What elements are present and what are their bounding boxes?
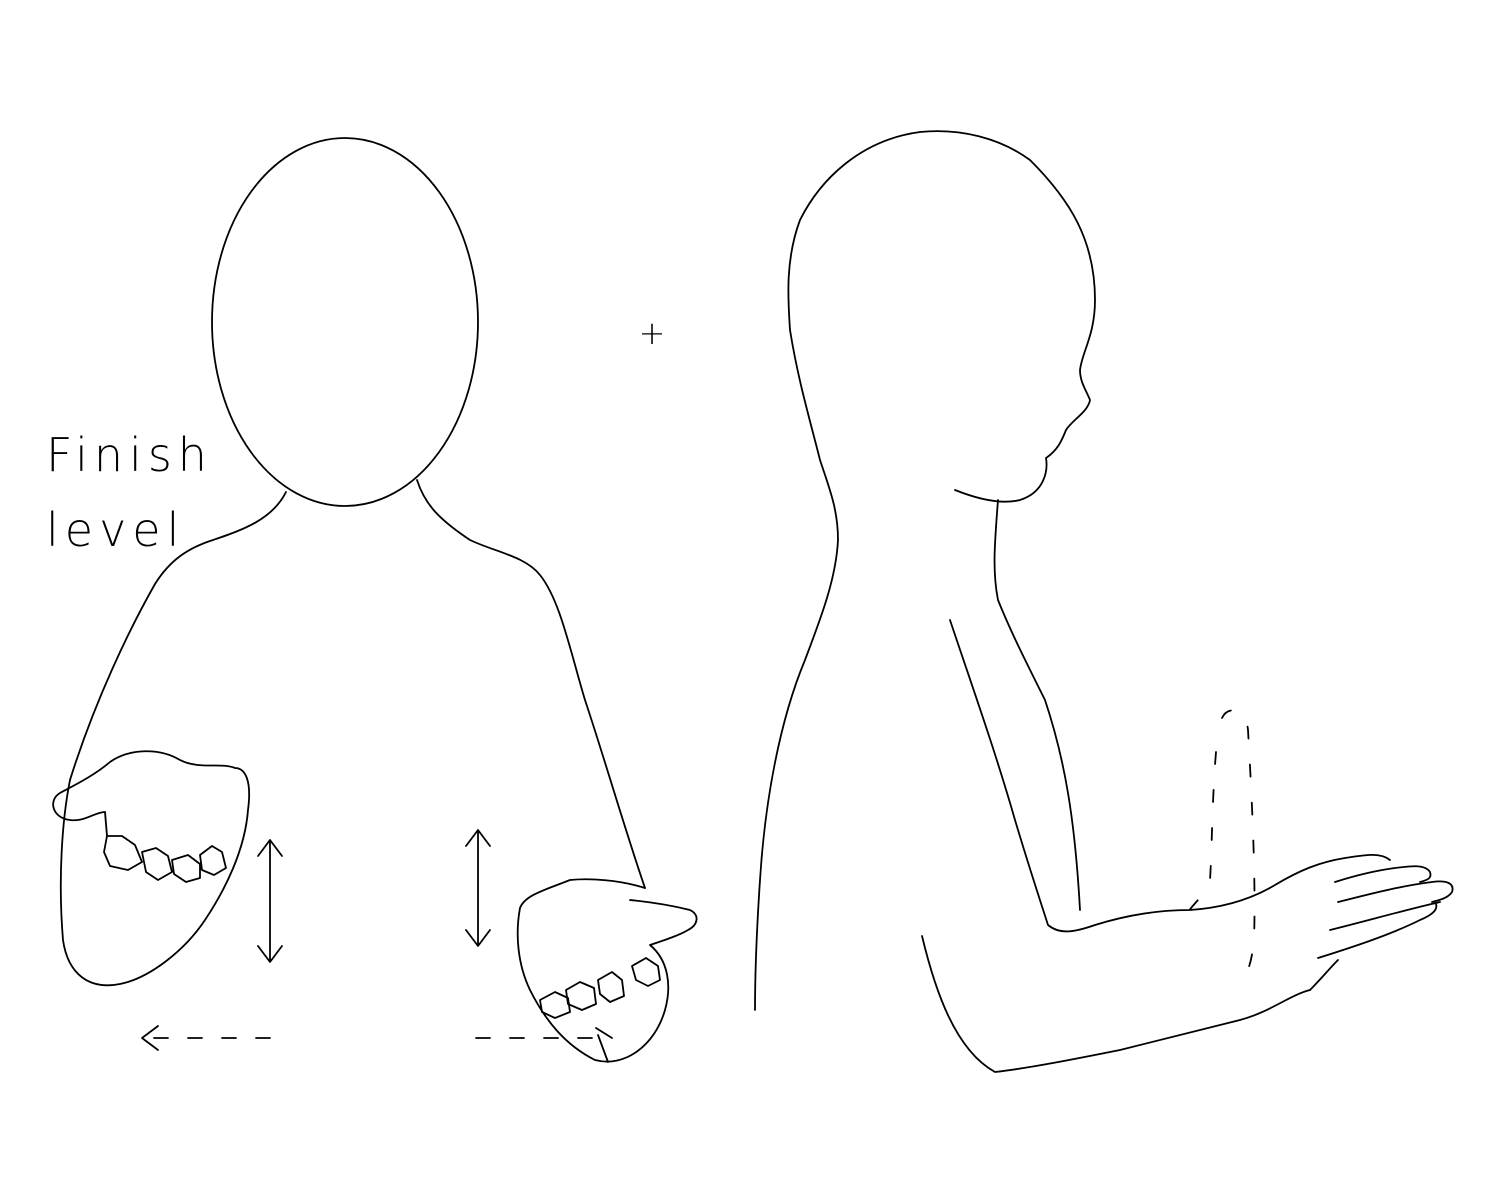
caption-finish: Finish (46, 428, 213, 482)
front-left-hand (52, 750, 250, 987)
side-neck-front (993, 499, 1081, 911)
dashed-arrow-leftward (141, 1025, 271, 1051)
vertical-arrow-right (465, 829, 491, 947)
separator-plus: + (639, 314, 666, 352)
front-view-figure (52, 137, 698, 1063)
side-arm-upper (949, 619, 1391, 933)
side-view-figure (754, 130, 1454, 1073)
front-right-hand (516, 878, 698, 1063)
vertical-arrow-left (257, 839, 283, 963)
front-right-knuckles (539, 957, 661, 1019)
front-left-knuckles (103, 835, 227, 883)
front-head (211, 137, 479, 507)
front-body-outline-right (416, 479, 646, 889)
side-arm-lower (921, 935, 1311, 1073)
side-previous-hand-dashed (1187, 709, 1256, 983)
side-head-and-back (754, 130, 1096, 1011)
side-hand-fingers (1309, 865, 1454, 991)
front-body-outline (69, 491, 287, 781)
dashed-arrow-rightward (475, 1027, 613, 1039)
caption-level: level (46, 503, 186, 557)
